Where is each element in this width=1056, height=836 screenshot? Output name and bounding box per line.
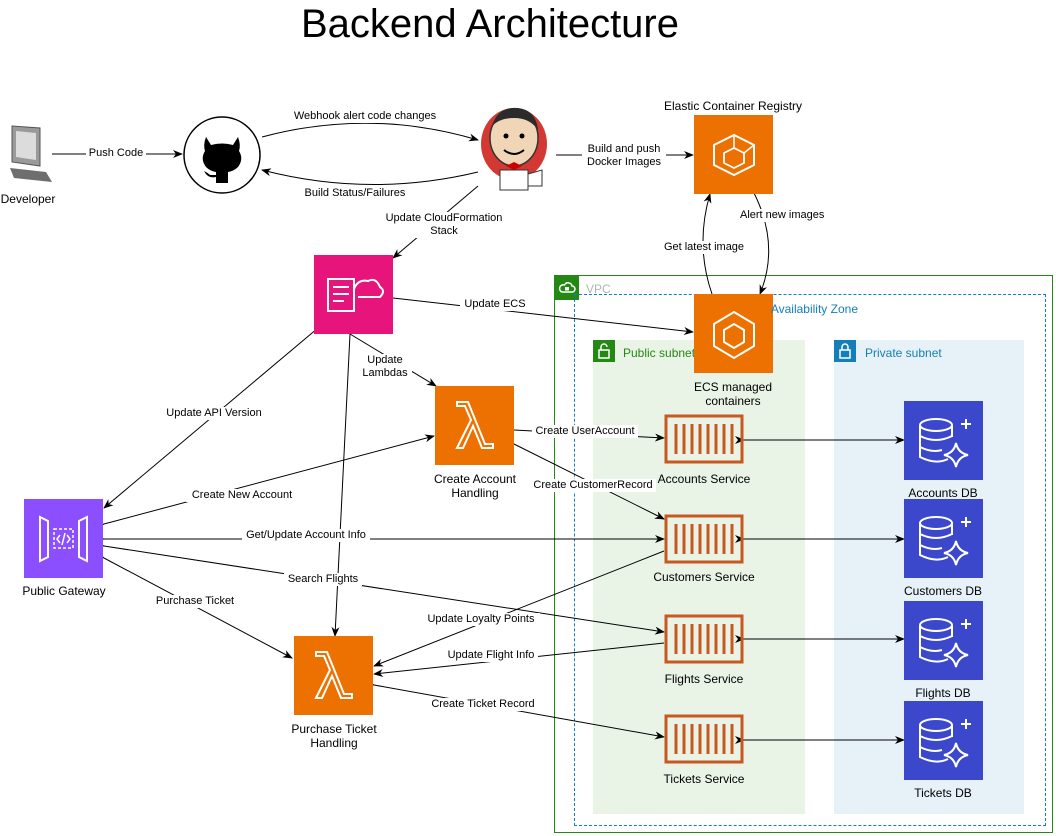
gateway-label: Public Gateway [22, 584, 106, 598]
edge-update-ecs [392, 297, 694, 335]
edge-cf-purchase [331, 333, 351, 637]
api-gateway-icon [24, 499, 103, 578]
customers-db-icon [904, 499, 983, 578]
edge-label-create-customer-record: Create CustomerRecord [530, 479, 656, 492]
edge-label-update-lambdas: Update Lambdas [358, 354, 412, 380]
diagram-title: Backend Architecture [301, 2, 679, 46]
edge-label-purchase-ticket: Purchase Ticket [150, 595, 240, 608]
edge-create-new-account [94, 434, 435, 531]
availability-zone-label: Availability Zone [770, 302, 858, 316]
edge-label-build-status: Build Status/Failures [300, 187, 410, 200]
edge-label-get-latest: Get latest image [660, 241, 748, 254]
edge-build-status [261, 168, 479, 186]
flights-db-icon [904, 601, 983, 680]
tickets-db-label: Tickets DB [914, 786, 972, 800]
desktop-computer-icon [6, 122, 52, 184]
accounts-service-label: Accounts Service [657, 472, 751, 486]
edge-label-get-update-account: Get/Update Account Info [242, 529, 370, 542]
purchase-ticket-label: Purchase Ticket Handling [291, 722, 377, 750]
edge-webhook [261, 122, 479, 142]
tickets-db-icon [904, 701, 983, 780]
edge-update-loyalty [373, 550, 665, 667]
jenkins-icon [478, 100, 556, 192]
tickets-service-label: Tickets Service [663, 772, 745, 786]
vpc-cloud-icon [555, 276, 579, 300]
lambda-create-account-icon [435, 386, 514, 465]
accounts-db-icon [904, 401, 983, 480]
ecr-label: Elastic Container Registry [663, 99, 803, 113]
developer-label: Developer [0, 192, 56, 206]
edge-label-create-ticket-record: Create Ticket Record [428, 698, 538, 711]
flights-db-label: Flights DB [915, 686, 971, 700]
edge-search-flights [94, 540, 665, 635]
edge-label-update-flight: Update Flight Info [444, 649, 538, 662]
public-subnet-label: Public subnet [623, 346, 696, 360]
private-subnet-label: Private subnet [865, 346, 942, 360]
ecr-icon [694, 115, 773, 194]
edge-label-update-ecs: Update ECS [460, 298, 530, 311]
accounts-db-label: Accounts DB [908, 486, 978, 500]
edge-label-update-api: Update API Version [160, 407, 268, 420]
public-subnet-lock-icon [593, 340, 615, 362]
edge-label-webhook: Webhook alert code changes [290, 110, 440, 123]
cloudformation-icon [314, 255, 393, 334]
edge-label-push-code: Push Code [86, 147, 146, 160]
flights-service-container-icon [664, 614, 744, 664]
lambda-purchase-ticket-icon [294, 636, 373, 715]
edge-label-create-new-account: Create New Account [186, 489, 298, 502]
tickets-service-container-icon [664, 714, 744, 764]
edge-label-alert-images: Alert new images [740, 209, 825, 222]
flights-service-label: Flights Service [664, 672, 744, 686]
customers-db-label: Customers DB [903, 584, 983, 598]
create-account-label: Create Account Handling [433, 472, 517, 500]
customers-service-container-icon [664, 514, 744, 564]
edge-label-build-push: Build and push Docker Images [582, 143, 666, 169]
edge-label-create-user-account: Create UserAccount [532, 425, 638, 438]
edge-label-search-flights: Search Flights [284, 573, 362, 586]
edge-label-update-cf: Update CloudFormation Stack [382, 212, 506, 238]
customers-service-label: Customers Service [653, 570, 755, 584]
github-icon [182, 115, 262, 195]
edge-create-ticket-record [364, 679, 665, 740]
ecs-label: ECS managed containers [676, 380, 790, 408]
edge-alert-images [753, 192, 770, 295]
ecs-icon [694, 294, 773, 373]
vpc-label: VPC [586, 282, 611, 296]
accounts-service-container-icon [664, 414, 744, 464]
edge-label-update-loyalty: Update Loyalty Points [422, 613, 540, 626]
edge-purchase-ticket [94, 550, 293, 659]
private-subnet-lock-icon [834, 340, 856, 362]
